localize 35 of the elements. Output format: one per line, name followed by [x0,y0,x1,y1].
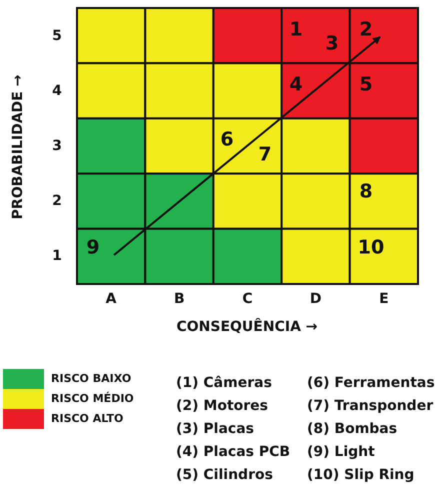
axis-tick-label: 4 [52,84,62,98]
item-number: 8 [359,182,373,202]
item-number: 5 [359,76,373,94]
list-item: (7) Transponder [307,399,434,413]
axis-title: CONSEQUÊNCIA → [176,320,318,334]
item-number: 3 [325,34,339,54]
item-number: 1 [289,20,303,40]
list-item: (8) Bombas [307,422,398,436]
item-number: 9 [86,238,100,258]
list-item: (2) Motores [176,399,268,413]
axis-tick-label: B [174,292,185,306]
axis-tick-label: 2 [52,194,62,208]
list-item: (3) Placas [176,422,254,436]
legend-label: RISCO ALTO [51,413,124,424]
list-item: (5) Cilindros [176,468,273,482]
item-number: 4 [289,76,303,94]
list-item: (9) Light [307,445,375,459]
legend-label: RISCO BAIXO [51,373,132,384]
axis-tick-label: A [106,292,117,306]
axis-tick-label: 1 [52,249,62,264]
axis-tick-label: 3 [52,139,62,153]
legend-label: RISCO MÉDIO [51,393,134,404]
axis-title: PROBABILIDADE → [11,74,25,220]
item-number: 10 [358,238,384,258]
list-item: (4) Placas PCB [176,445,290,459]
item-number: 6 [220,130,234,150]
item-number: 2 [359,20,373,40]
list-item: (1) Câmeras [176,376,272,390]
item-number: 7 [258,146,272,164]
axis-tick-label: 5 [52,28,62,43]
axis-tick-label: C [242,292,253,306]
axis-tick-label: E [379,292,389,306]
list-item: (6) Ferramentas [307,376,435,390]
axis-tick-label: D [310,292,322,306]
list-item: (10) Slip Ring [307,468,414,482]
